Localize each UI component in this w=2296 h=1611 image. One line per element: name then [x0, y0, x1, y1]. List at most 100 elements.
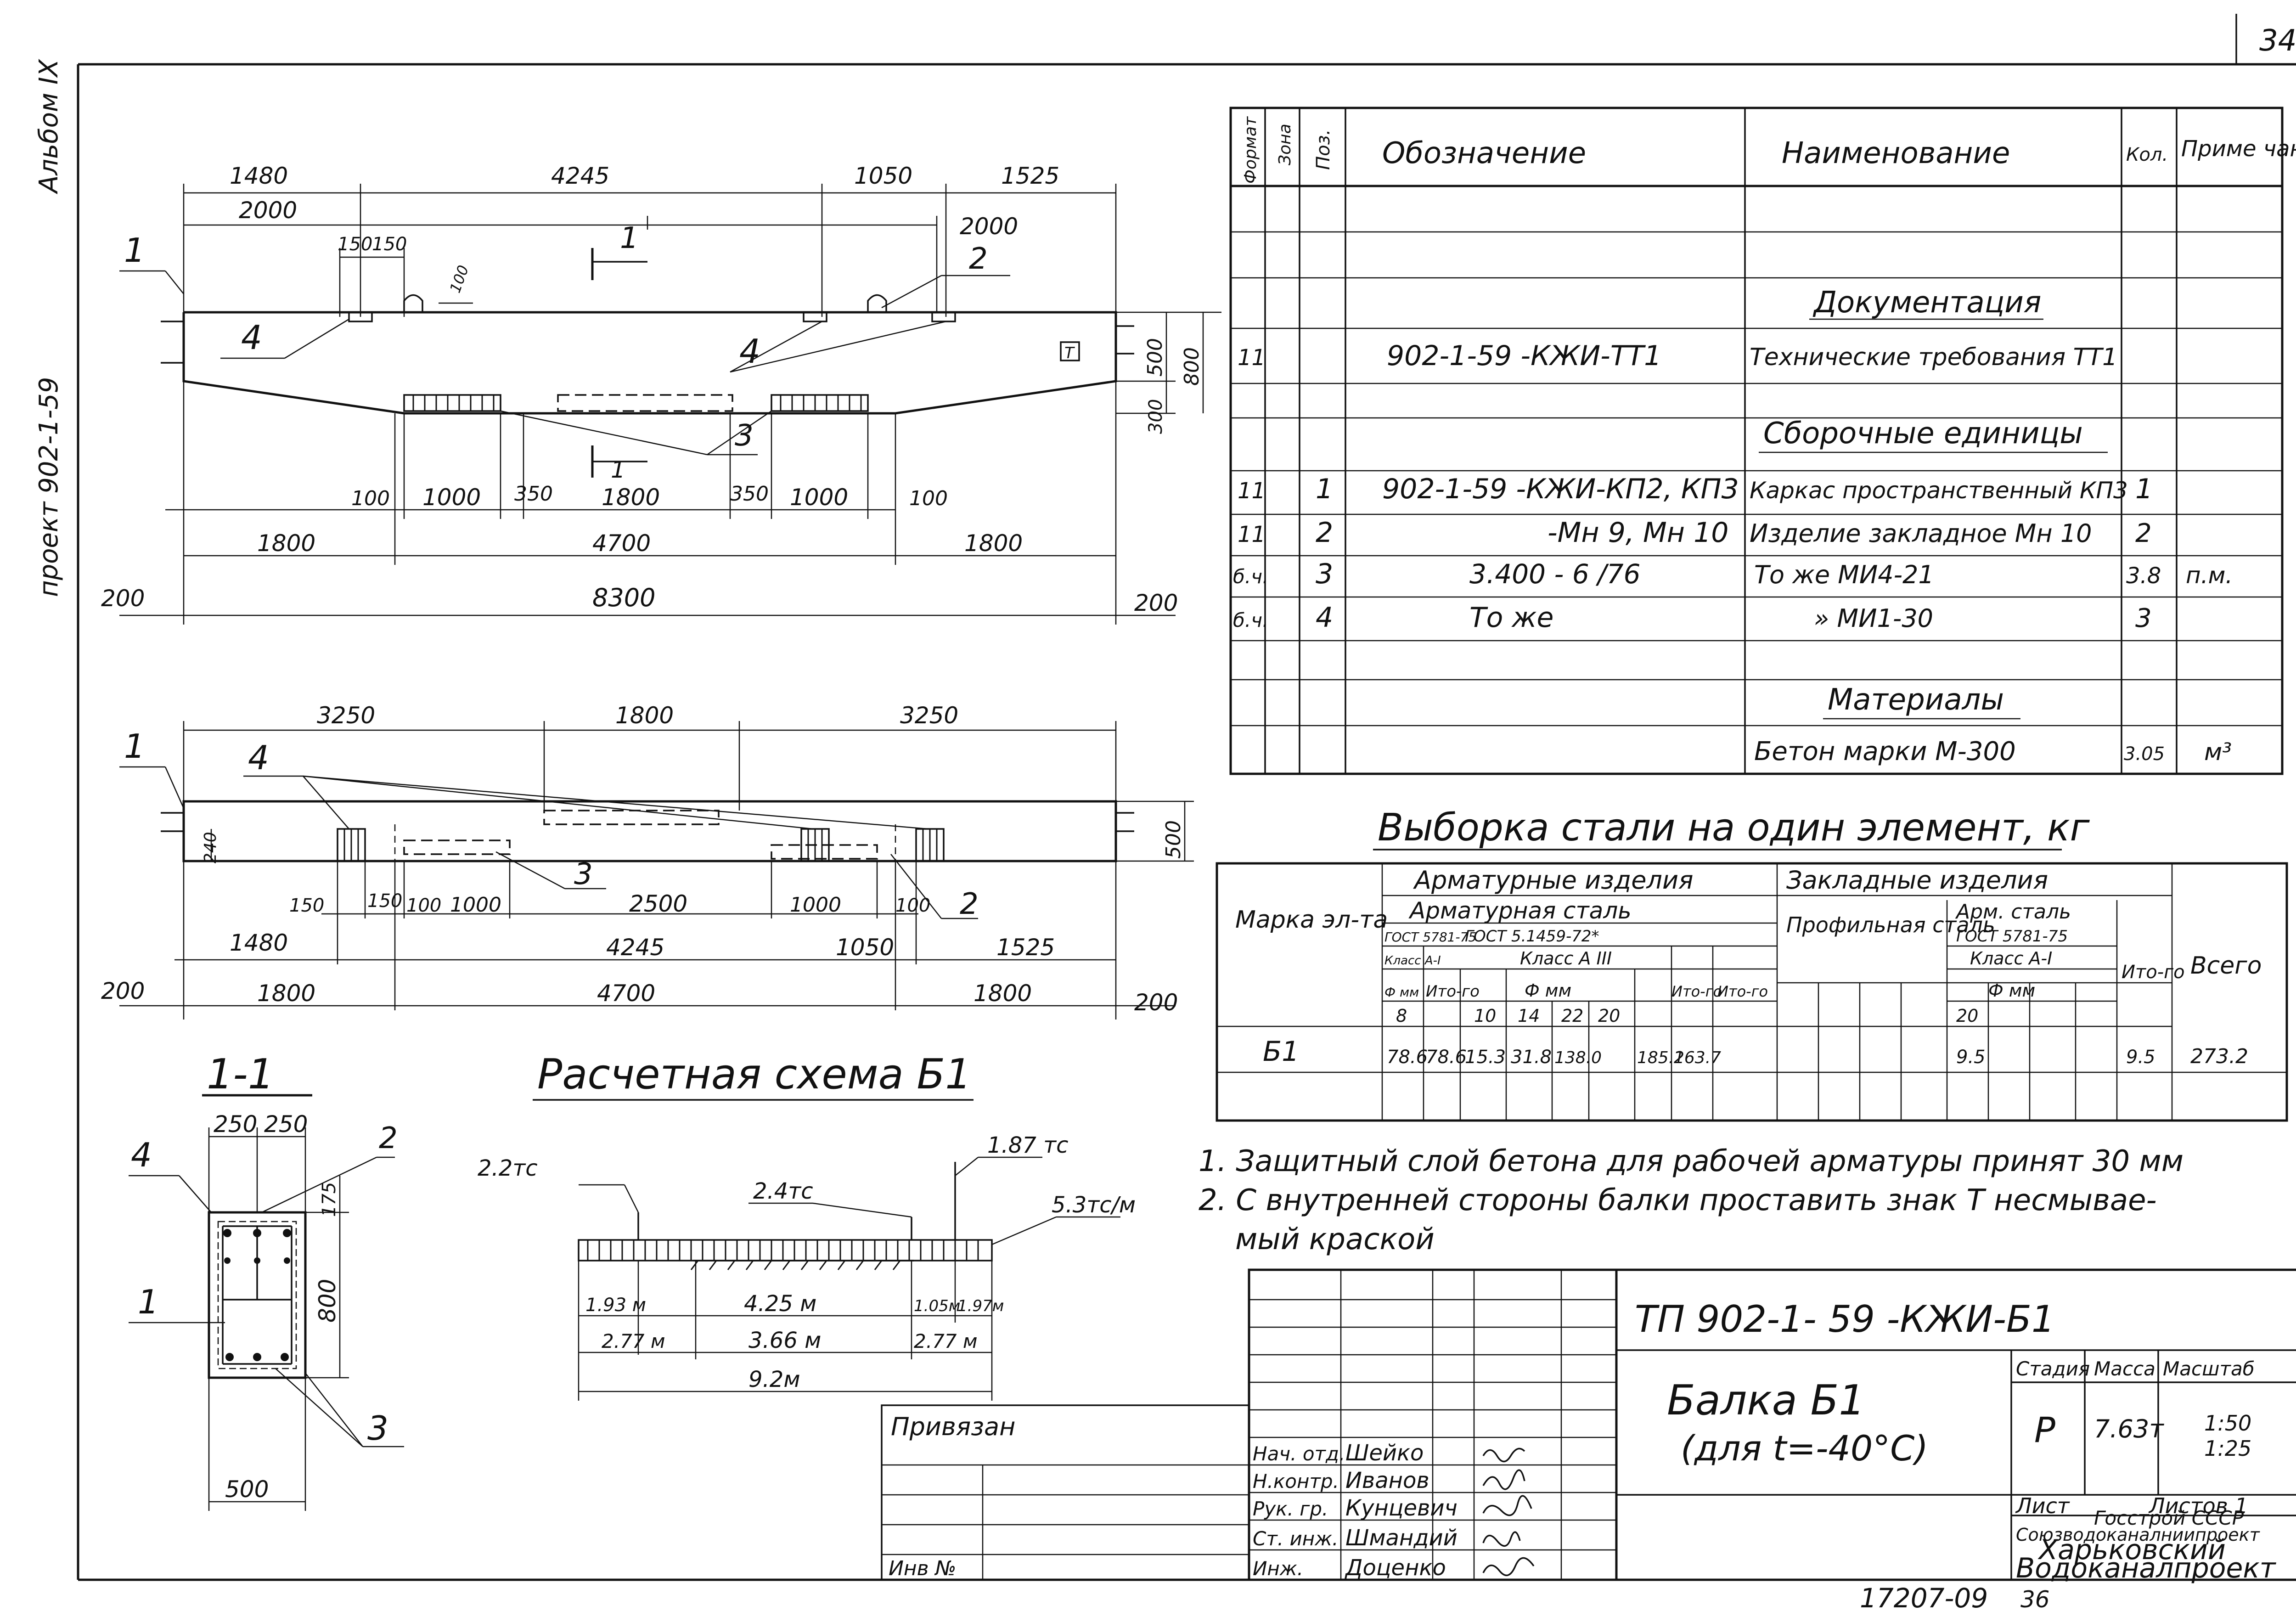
section-callout-3: 3 — [367, 1409, 388, 1448]
spec-row-mi130-name: » МИ1-30 — [1814, 604, 1933, 633]
steel-row-v20: 9.5 — [1956, 1047, 1986, 1068]
steel-row-it4: 9.5 — [2126, 1047, 2155, 1068]
corner-sheet-number: 34 — [2259, 24, 2296, 58]
section-1-1: 1-1 250 250 175 800 500 4 — [129, 1050, 404, 1511]
section-dim-250b: 250 — [264, 1111, 308, 1138]
side-project-label: проект 902-1-59 — [34, 377, 64, 597]
name-5: Доценко — [1345, 1555, 1446, 1581]
plan-dim-1525: 1525 — [996, 934, 1055, 961]
steel-h-total: Всего — [2190, 952, 2262, 980]
steel-h-d8: 8 — [1396, 1006, 1407, 1026]
plan-dim-m1000b: 1000 — [790, 893, 841, 917]
beam-elevation: Т 1 1 1480 4245 1050 1525 2000 2000 150 … — [101, 163, 1221, 625]
elev-callout-4: 4 — [241, 318, 262, 357]
elev-callout-3: 3 — [735, 419, 754, 453]
steel-h-klass1b: Класс А-I — [1970, 948, 2052, 969]
plan-dim-m100: 100 — [406, 895, 441, 916]
title-org-3: Харьковский — [2037, 1534, 2226, 1566]
plan-dim-m100b: 100 — [895, 895, 930, 916]
calc-load-1-87: 1.87 тс — [987, 1132, 1068, 1158]
spec-row-concrete-qty: 3.05 — [2124, 744, 2165, 765]
plan-dim-4700: 4700 — [597, 980, 655, 1007]
calc-dim-total: 9.2м — [748, 1367, 800, 1392]
spec-h-pos: Поз. — [1313, 129, 1334, 170]
plan-callout-2: 2 — [960, 887, 979, 921]
spec-row-mi421-name: То же МИ4-21 — [1754, 560, 1934, 589]
title-h-scale: Масштаб — [2163, 1358, 2255, 1380]
steel-h-d14: 14 — [1518, 1006, 1540, 1026]
elev-dim-2000-right: 2000 — [960, 213, 1018, 240]
elev-dim-100: 100 — [446, 263, 473, 295]
role-2: Н.контр. — [1253, 1470, 1339, 1493]
elev-callout-4b: 4 — [739, 332, 760, 371]
plan-dim-200-left: 200 — [101, 978, 145, 1004]
spec-section-assembly: Сборочные единицы — [1763, 417, 2083, 451]
elev-callout-1: 1 — [124, 231, 145, 270]
elev-dim-b1000a: 1000 — [422, 484, 481, 511]
spec-table: Формат Зона Поз. Обозначение Наименовани… — [1229, 107, 2296, 775]
elev-dim-total: 8300 — [592, 583, 655, 612]
steel-h-arm-steel: Арматурная сталь — [1408, 897, 1632, 924]
elev-dim-b350b: 350 — [730, 482, 769, 506]
calc-dim-1-93: 1.93 м — [585, 1295, 646, 1316]
elev-dim-r1800b: 1800 — [964, 530, 1023, 557]
elev-dim-150b: 150 — [372, 234, 407, 255]
spec-row-mi421-fmt: б.ч. — [1233, 565, 1268, 588]
section-dim-500: 500 — [225, 1476, 269, 1503]
role-4: Ст. инж. — [1253, 1527, 1338, 1550]
spec-row-mi130-fmt: б.ч. — [1233, 609, 1268, 631]
spec-row-mi130-pos: 4 — [1316, 602, 1333, 634]
spec-h-format: Формат — [1241, 116, 1260, 184]
steel-table: Выборка стали на один элемент, кг — [1216, 806, 2288, 1122]
elev-dim-b100b: 100 — [909, 487, 948, 510]
elev-dim-b1000b: 1000 — [790, 484, 848, 511]
spec-h-zone: Зона — [1276, 124, 1294, 165]
section-dim-800: 800 — [314, 1279, 341, 1323]
steel-h-fmm2: Ф мм — [1525, 980, 1571, 1001]
steel-h-d22: 22 — [1561, 1006, 1583, 1026]
title-scale-1: 1:50 — [2204, 1411, 2251, 1436]
plan-dim-1800: 1800 — [615, 702, 674, 729]
beam-plan: 3250 1800 3250 240 500 150 150 100 1000 … — [101, 702, 1194, 1020]
steel-h-itogo4: Ито-го — [2122, 962, 2185, 983]
spec-row-mn-designation: -Мн 9, Мн 10 — [1548, 517, 1728, 549]
calc-dim-2-77a: 2.77 м — [602, 1330, 665, 1352]
section-callout-2: 2 — [379, 1121, 398, 1155]
spec-row-mi421-designation: 3.400 - 6 /76 — [1469, 558, 1641, 590]
spec-row-kp-name: Каркас пространственный КП3 — [1750, 477, 2128, 504]
note-2-cont: мый краской — [1235, 1222, 1435, 1256]
plan-dim-240: 240 — [201, 832, 220, 863]
steel-h-arm-items: Арматурные изделия — [1413, 866, 1694, 895]
bottom-page-number: 36 — [2020, 1586, 2050, 1611]
elev-dim-b350a: 350 — [514, 482, 553, 506]
steel-row-v22: 138.0 — [1554, 1048, 1602, 1067]
spec-h-qty: Кол. — [2126, 144, 2168, 165]
steel-row-v8: 78.6 — [1387, 1047, 1428, 1068]
title-scale-2: 1:25 — [2204, 1436, 2251, 1461]
calc-dim-2-77b: 2.77 м — [914, 1330, 978, 1352]
plan-dim-m1000a: 1000 — [450, 893, 501, 917]
plan-dim-m2500: 2500 — [629, 890, 687, 917]
title-item-sub: (для t=-40°С) — [1681, 1428, 1928, 1469]
spec-row-mn-name: Изделие закладное Мн 10 — [1750, 519, 2092, 548]
steel-h-gost2: ГОСТ 5.1459-72* — [1465, 927, 1599, 946]
elev-dim-r4700: 4700 — [592, 530, 651, 557]
steel-h-d20b: 20 — [1956, 1006, 1978, 1026]
spec-row-concrete-note: м³ — [2204, 738, 2232, 766]
steel-row-v10: 15.3 — [1465, 1047, 1506, 1068]
plan-dim-1480: 1480 — [230, 929, 288, 956]
steel-h-klass3: Класс А III — [1520, 948, 1612, 969]
steel-h-fmm3: Ф мм — [1988, 980, 2035, 1001]
plan-dim-200-right: 200 — [1134, 989, 1178, 1016]
plan-dim-3250-right: 3250 — [900, 702, 958, 729]
steel-row-total: 273.2 — [2190, 1045, 2248, 1068]
note-2: 2. С внутренней стороны балки проставить… — [1199, 1183, 2157, 1217]
steel-h-prof: Профильная сталь — [1786, 913, 1995, 937]
elev-dim-800: 800 — [1180, 347, 1204, 386]
spec-row-mn-pos: 2 — [1316, 517, 1333, 549]
title-mass: 7.63т — [2094, 1414, 2164, 1443]
section-callout-4: 4 — [131, 1136, 152, 1174]
spec-row-tt1-designation: 902-1-59 -КЖИ-ТТ1 — [1387, 340, 1661, 372]
section-cut-label-top: 1 — [620, 221, 639, 255]
calc-load-5-3: 5.3тс/м — [1052, 1192, 1136, 1218]
